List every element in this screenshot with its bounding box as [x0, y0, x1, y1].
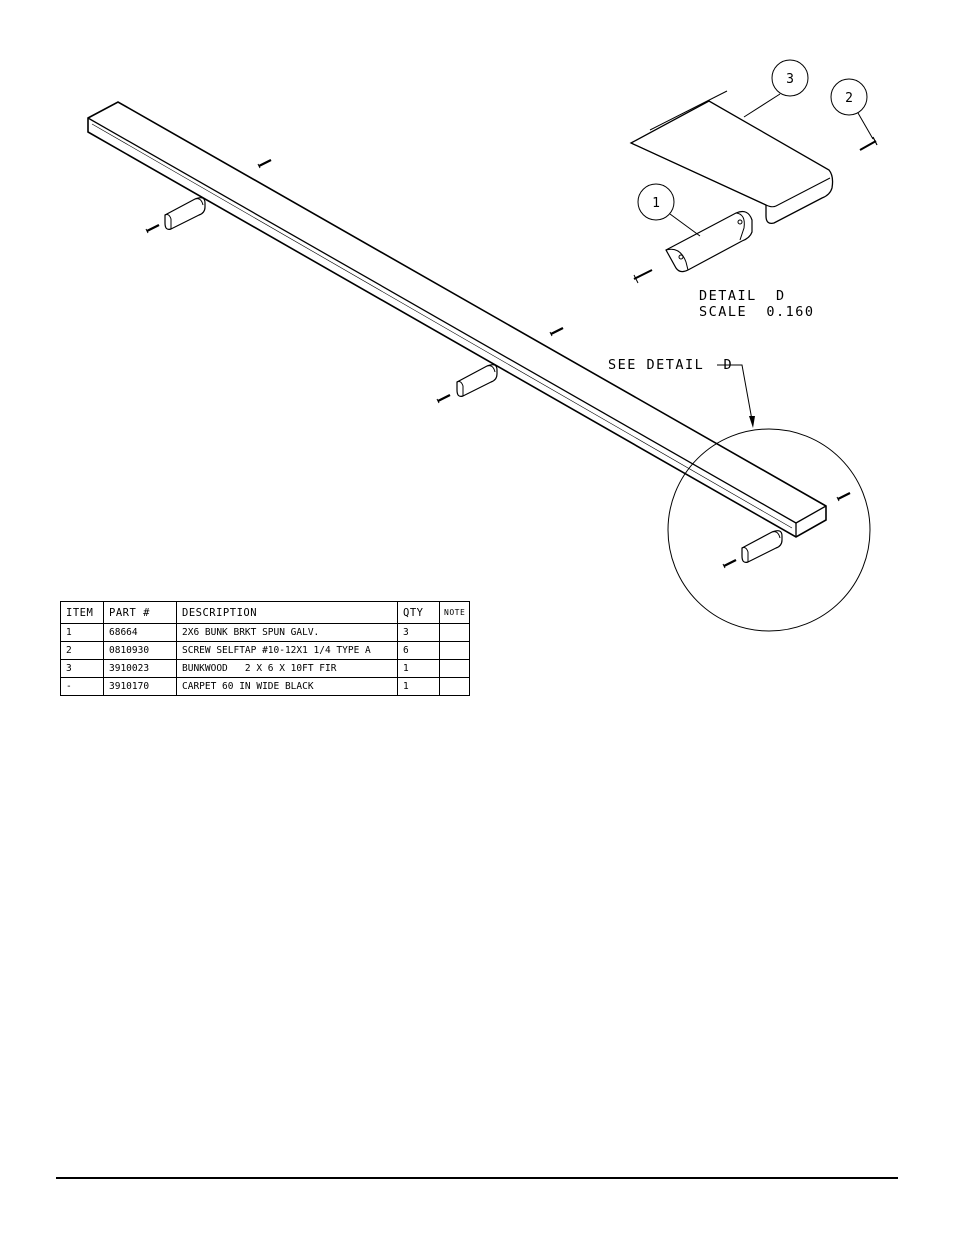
bom-header-row: ITEM PART # DESCRIPTION QTY NOTE [60, 601, 471, 624]
bom-header-part: PART # [103, 601, 177, 624]
detail-bracket [665, 210, 753, 273]
balloon-item-3: 3 [743, 59, 809, 118]
detail-board-end [629, 90, 834, 224]
screw [256, 158, 273, 170]
bom-description: SCREW SELFTAP #10-12X1 1/4 TYPE A [176, 641, 398, 660]
bom-row: - 3910170 CARPET 60 IN WIDE BLACK 1 [60, 677, 471, 696]
bom-header-qty: QTY [397, 601, 440, 624]
bom-row: 3 3910023 BUNKWOOD 2 X 6 X 10FT FIR 1 [60, 659, 471, 678]
detail-screw [859, 136, 878, 151]
bom-row: 2 0810930 SCREW SELFTAP #10-12X1 1/4 TYP… [60, 641, 471, 660]
bom-header-item: ITEM [60, 601, 104, 624]
see-detail-callout: SEE DETAIL D [608, 357, 733, 373]
bunk-bracket [456, 364, 498, 397]
bom-part: 3910170 [103, 677, 177, 696]
screw [548, 326, 565, 338]
bom-qty: 6 [397, 641, 440, 660]
bom-part: 68664 [103, 623, 177, 642]
balloon-number: 2 [845, 91, 853, 106]
bunk-board [87, 101, 827, 538]
balloon-item-2: 2 [830, 78, 874, 140]
bom-note [438, 677, 471, 696]
bom-description: 2X6 BUNK BRKT SPUN GALV. [176, 623, 398, 642]
bom-item: - [60, 677, 104, 696]
bom-header-note: NOTE [438, 601, 471, 624]
bom-row: 1 68664 2X6 BUNK BRKT SPUN GALV. 3 [60, 623, 471, 642]
bom-part: 3910023 [103, 659, 177, 678]
bill-of-materials: ITEM PART # DESCRIPTION QTY NOTE 1 68664… [60, 601, 471, 696]
balloon-number: 3 [786, 72, 794, 87]
detail-title: DETAIL D [699, 288, 786, 304]
footer-rule [56, 1177, 898, 1179]
detail-circle [667, 428, 871, 632]
bom-description: CARPET 60 IN WIDE BLACK [176, 677, 398, 696]
bom-part: 0810930 [103, 641, 177, 660]
bom-description: BUNKWOOD 2 X 6 X 10FT FIR [176, 659, 398, 678]
screw [835, 491, 852, 503]
see-detail-leader [717, 364, 755, 428]
screw [144, 223, 161, 235]
balloon-number: 1 [652, 196, 660, 211]
screw [435, 393, 452, 405]
screw [721, 558, 738, 570]
bom-header-description: DESCRIPTION [176, 601, 398, 624]
detail-scale: SCALE 0.160 [699, 304, 815, 320]
bom-note [438, 623, 471, 642]
bom-item: 3 [60, 659, 104, 678]
bom-note [438, 659, 471, 678]
bunk-bracket [741, 530, 783, 564]
balloon-item-1: 1 [637, 183, 701, 237]
bom-note [438, 641, 471, 660]
bom-qty: 1 [397, 659, 440, 678]
bunk-bracket [164, 197, 206, 230]
bom-qty: 3 [397, 623, 440, 642]
bom-item: 2 [60, 641, 104, 660]
detail-screw [633, 269, 653, 284]
bom-item: 1 [60, 623, 104, 642]
bom-qty: 1 [397, 677, 440, 696]
